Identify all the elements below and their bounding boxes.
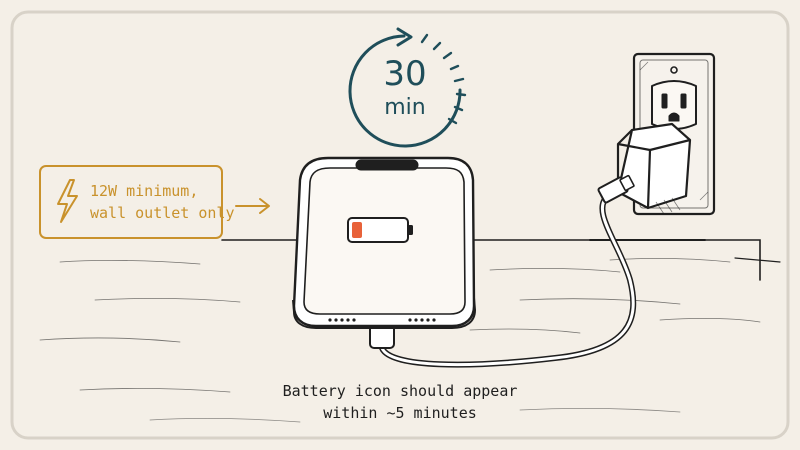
lightning-bolt-icon [57, 179, 78, 223]
battery-level-fill [352, 222, 362, 238]
caption-line-2: within ~5 minutes [323, 404, 477, 422]
arrow-right-icon [235, 198, 270, 214]
charger-requirement-callout: 12W minimum, wall outlet only [90, 180, 235, 224]
callout-line-2: wall outlet only [90, 204, 235, 222]
timer-unit: min [384, 95, 426, 120]
battery-caption: Battery icon should appear within ~5 min… [230, 380, 570, 424]
battery-low-icon [347, 217, 413, 243]
stopwatch-icon [348, 27, 467, 148]
callout-box [39, 165, 223, 239]
illustration-frame [10, 10, 790, 440]
table-surface [39, 239, 781, 423]
caption-line-1: Battery icon should appear [282, 382, 518, 400]
timer-value: 30 [383, 54, 427, 94]
callout-line-1: 12W minimum, [90, 182, 199, 200]
charging-cable [369, 174, 637, 368]
